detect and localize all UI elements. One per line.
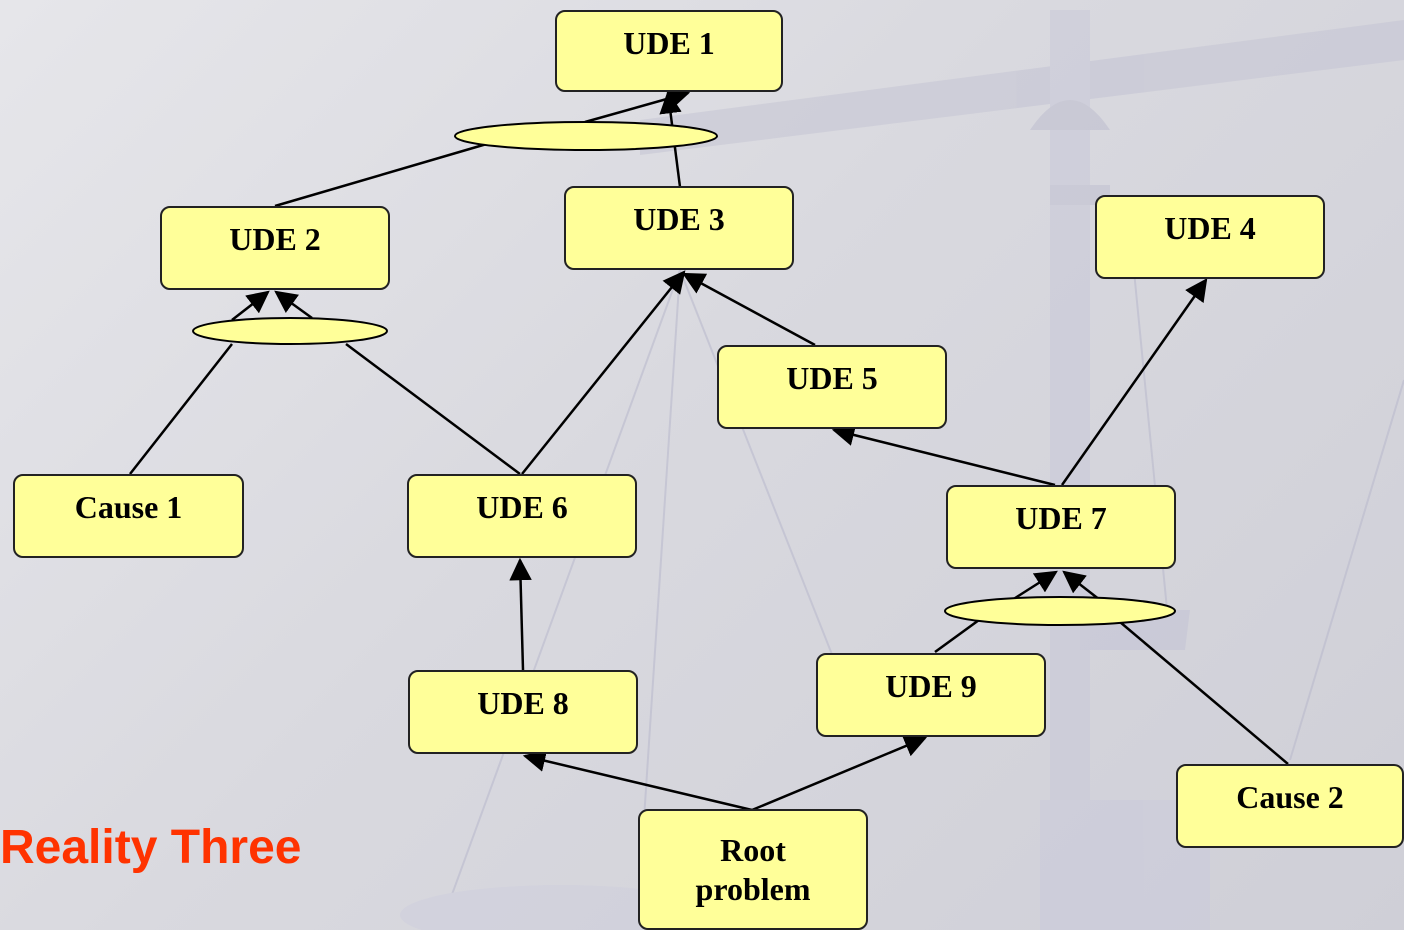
edge-and2-ude2-a xyxy=(231,290,270,321)
node-ude4-label: UDE 4 xyxy=(1164,210,1256,246)
node-ude2: UDE 2 xyxy=(160,206,390,290)
edge-layer xyxy=(129,87,1289,812)
edge-ude6-and2 xyxy=(345,342,521,476)
edge-ude2-and1 xyxy=(274,141,491,208)
node-ude5: UDE 5 xyxy=(717,345,947,429)
node-cause1: Cause 1 xyxy=(13,474,244,558)
node-ude8: UDE 8 xyxy=(408,670,638,754)
node-ude1: UDE 1 xyxy=(555,10,783,92)
node-ude6: UDE 6 xyxy=(407,474,637,558)
node-ude3-label: UDE 3 xyxy=(633,201,725,237)
edge-and2-ude2-b xyxy=(274,290,313,320)
node-root-problem-text: Root problem xyxy=(696,831,811,908)
edge-and3-ude7-b xyxy=(1062,570,1101,601)
edge-cause2-and3 xyxy=(1119,621,1289,765)
edge-ude8-ude6 xyxy=(509,557,532,671)
edge-ude7-ude4 xyxy=(1060,278,1208,486)
and-connector-ude2 xyxy=(192,317,388,345)
node-ude7-label: UDE 7 xyxy=(1015,500,1107,536)
node-cause1-label: Cause 1 xyxy=(74,489,183,525)
edge-cause1-and2 xyxy=(129,343,233,475)
edge-root-ude9 xyxy=(751,735,928,812)
node-ude7: UDE 7 xyxy=(946,485,1176,569)
and-connector-ude7 xyxy=(944,596,1176,626)
node-ude3: UDE 3 xyxy=(564,186,794,270)
node-ude9-label: UDE 9 xyxy=(885,668,977,704)
edge-and3-ude7-a xyxy=(1011,570,1058,602)
node-ude4: UDE 4 xyxy=(1095,195,1325,279)
node-cause2: Cause 2 xyxy=(1176,764,1404,848)
node-ude9: UDE 9 xyxy=(816,653,1046,737)
node-cause2-label: Cause 2 xyxy=(1236,779,1344,815)
edge-ude6-ude3 xyxy=(521,270,686,475)
node-ude1-label: UDE 1 xyxy=(623,25,715,61)
node-ude5-label: UDE 5 xyxy=(786,360,878,396)
node-root-problem: Root problem xyxy=(638,809,868,930)
node-root-problem-line1: Root xyxy=(720,832,786,869)
edge-ude5-ude3 xyxy=(682,272,816,347)
node-ude6-label: UDE 6 xyxy=(476,489,568,525)
node-ude2-label: UDE 2 xyxy=(229,221,321,257)
edge-ude7-ude5 xyxy=(831,423,1056,487)
node-ude8-label: UDE 8 xyxy=(477,685,569,721)
edge-root-ude8 xyxy=(522,749,753,812)
node-root-problem-line2: problem xyxy=(695,870,811,907)
and-connector-ude1 xyxy=(454,121,718,151)
slide-title: Reality Three xyxy=(0,821,302,874)
